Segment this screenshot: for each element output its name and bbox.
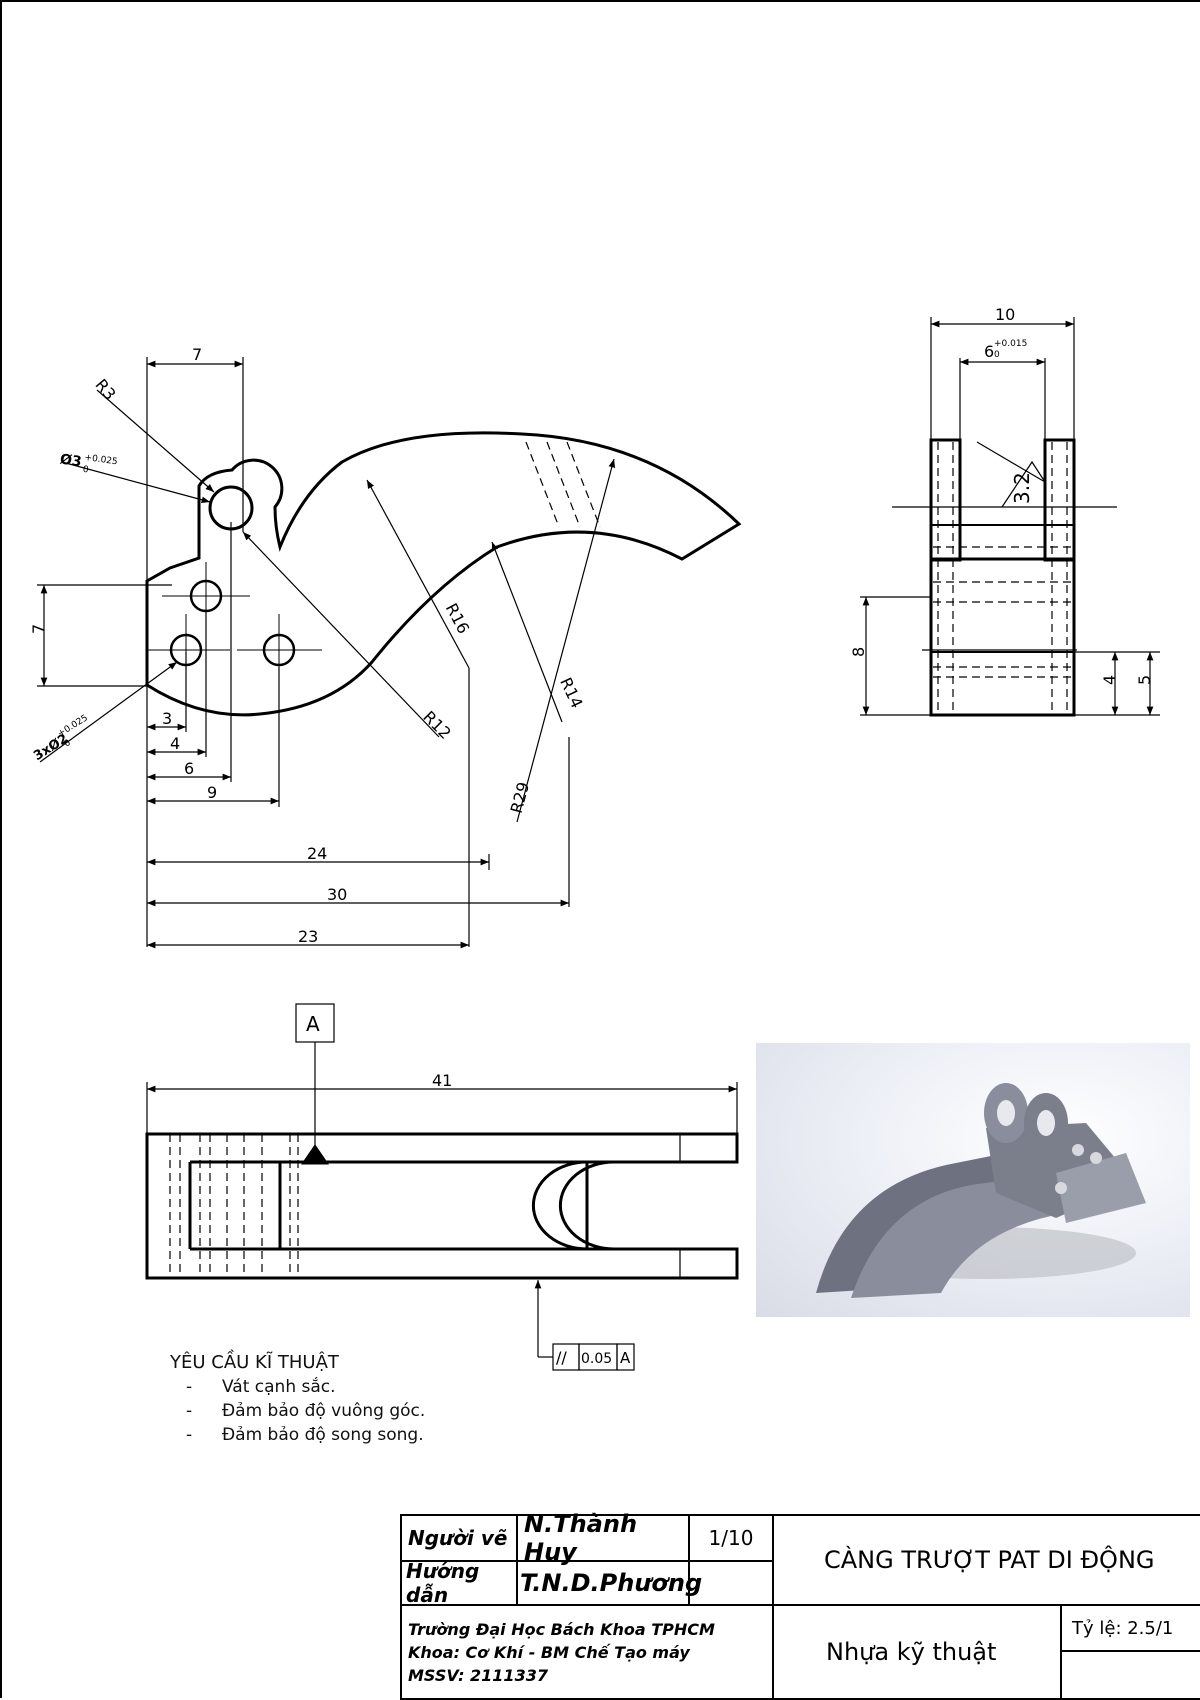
dim-3: 3 <box>162 709 172 728</box>
dim-10: 10 <box>995 305 1015 324</box>
part-3d-illustration <box>816 1083 1146 1298</box>
dim-7-left: 7 <box>29 624 48 634</box>
guide-label: Hướng dẫn <box>400 1559 518 1607</box>
requirements-title: YÊU CẦU KĨ THUẬT <box>170 1352 339 1373</box>
drawn-by-label: Người vẽ <box>400 1514 518 1562</box>
requirement-item: -Vát cạnh sắc. <box>186 1377 336 1397</box>
side-prong-right <box>1043 438 1076 562</box>
dim-r12: R12 <box>419 707 455 743</box>
dim-6-slot: 6 <box>984 342 994 361</box>
dim-hole-top-tol-low: 0 <box>82 465 89 476</box>
dim-hole-top-tol: +0.025 <box>84 453 118 468</box>
dim-4: 4 <box>170 734 180 753</box>
requirement-item: -Đảm bảo độ vuông góc. <box>186 1401 426 1421</box>
side-prong-left <box>929 438 962 562</box>
dim-r14: R14 <box>556 675 587 712</box>
side-body <box>929 557 1076 717</box>
school-line-2: Khoa: Cơ Khí - BM Chế Tạo máy <box>408 1642 690 1662</box>
3d-render-image <box>756 1043 1190 1317</box>
technical-requirements: YÊU CẦU KĨ THUẬT -Vát cạnh sắc. -Đảm bảo… <box>170 1352 425 1449</box>
material: Nhựa kỹ thuật <box>772 1604 1062 1700</box>
dim-30: 30 <box>327 885 347 904</box>
guide-name: T.N.D.Phương <box>516 1560 702 1606</box>
sheet-number: 1/10 <box>688 1514 774 1562</box>
datum-letter: A <box>306 1012 320 1036</box>
dim-41: 41 <box>432 1071 452 1090</box>
top-view <box>145 1003 739 1371</box>
dim-r16: R16 <box>442 600 474 637</box>
side-view <box>860 317 1160 717</box>
dim-r3: R3 <box>91 375 119 404</box>
tolerance-value: 0.05 <box>581 1351 612 1367</box>
drawing-title: CÀNG TRƯỢT PAT DI ĐỘNG <box>772 1514 1200 1606</box>
tolerance-symbol: // <box>556 1348 567 1367</box>
dim-23: 23 <box>298 927 318 946</box>
top-view-outline <box>145 1132 739 1280</box>
school-line-3: MSSV: 2111337 <box>408 1665 548 1685</box>
empty-cell <box>688 1560 774 1606</box>
top-view-dim-text: 41 A // 0.05 A <box>306 1012 631 1367</box>
dim-hole-top: Ø3 <box>59 452 83 471</box>
school-line-1: Trường Đại Học Bách Khoa TPHCM <box>408 1619 715 1639</box>
front-view-outline <box>145 431 742 717</box>
dim-r29: R29 <box>507 780 534 815</box>
dim-6-tol-low: 0 <box>994 350 1000 360</box>
datum-triangle <box>301 1144 329 1165</box>
roughness-value: 3.2 <box>1010 472 1034 504</box>
dim-5-side: 5 <box>1135 675 1154 685</box>
dim-3x-holes-tol: +0.025 <box>56 713 90 739</box>
drawn-by-name: N.Thành Huy <box>516 1510 690 1566</box>
empty-cell <box>1060 1650 1200 1700</box>
title-block: Người vẽ N.Thành Huy 1/10 Hướng dẫn T.N.… <box>400 1510 1200 1700</box>
tolerance-datum: A <box>620 1349 631 1367</box>
front-view <box>37 357 742 949</box>
dim-24: 24 <box>307 844 327 863</box>
scale: Tỷ lệ: 2.5/1 <box>1060 1604 1200 1652</box>
dim-7-top: 7 <box>192 345 202 364</box>
school-info: Trường Đại Học Bách Khoa TPHCM Khoa: Cơ … <box>400 1604 774 1700</box>
requirements-list: -Vát cạnh sắc. -Đảm bảo độ vuông góc. -Đ… <box>170 1377 425 1445</box>
requirement-item: -Đảm bảo độ song song. <box>186 1425 424 1445</box>
dim-3x-holes-tol-low: 0 <box>63 738 73 750</box>
dim-9: 9 <box>207 783 217 802</box>
dim-6: 6 <box>184 759 194 778</box>
dim-6-tol-up: +0.015 <box>994 339 1027 349</box>
dim-8: 8 <box>849 647 868 657</box>
side-view-dim-text: 10 6 +0.015 0 3.2 8 4 5 <box>849 305 1154 685</box>
front-view-dim-text: 7 R3 Ø3 +0.025 0 7 3xØ2 +0.025 0 3 4 6 9… <box>29 345 587 946</box>
dim-4-side: 4 <box>1100 675 1119 685</box>
